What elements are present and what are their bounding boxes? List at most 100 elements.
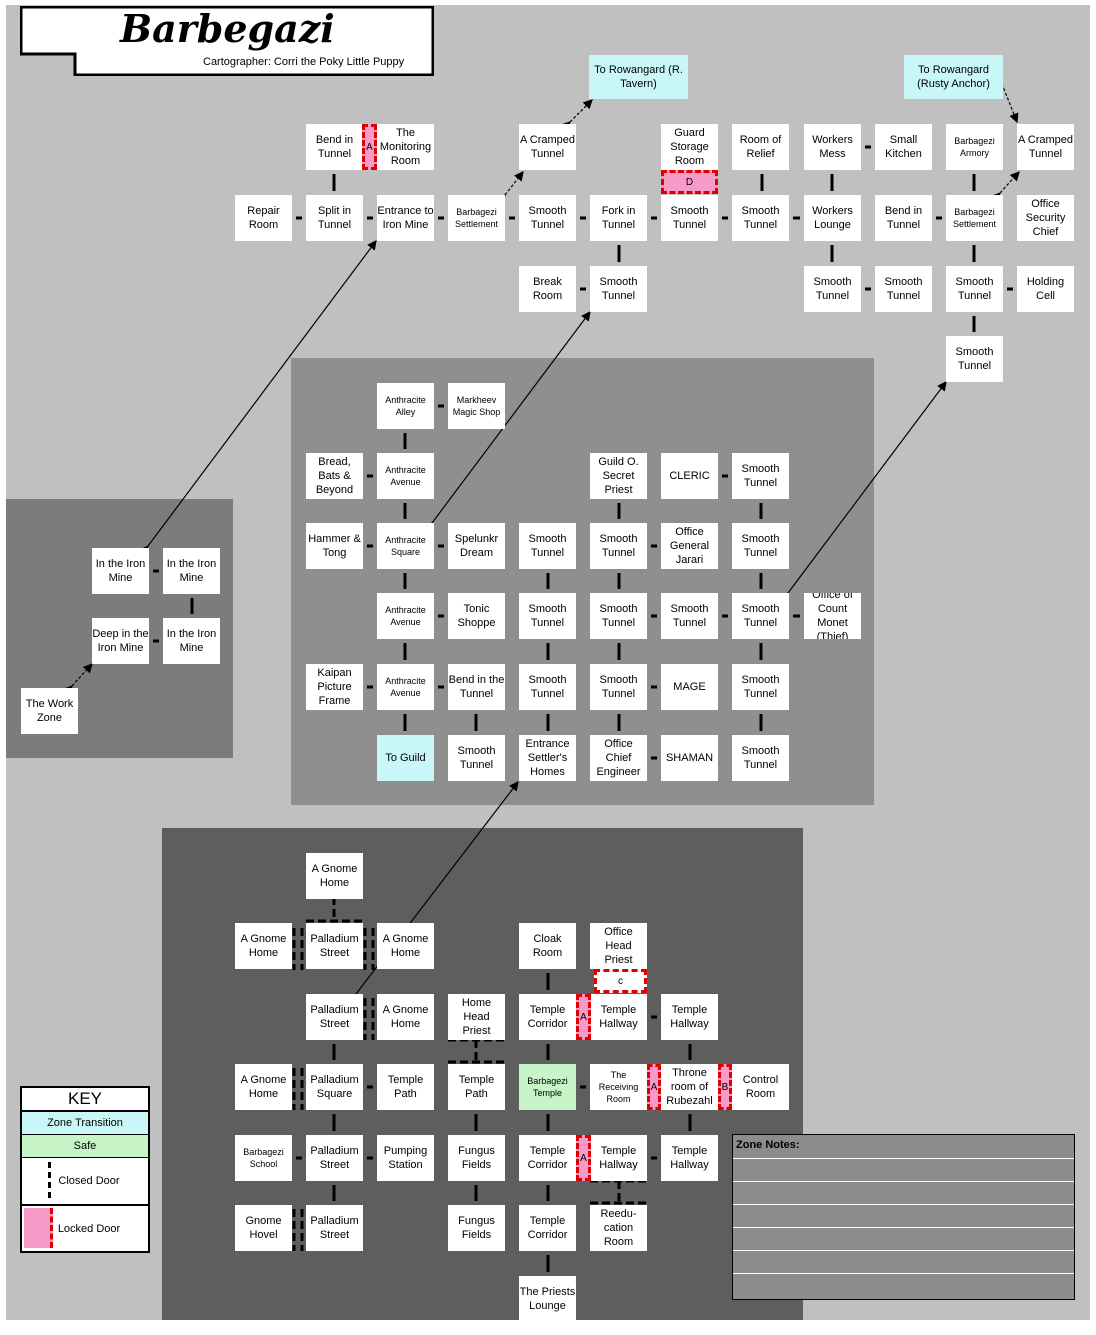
key-closed-door: Closed Door xyxy=(58,1175,120,1187)
room-entrance-settlers: Entrance Settler's Homes xyxy=(519,735,576,781)
map-title: Barbegazi xyxy=(120,6,335,51)
room-throne-room: Throne room of Rubezahl xyxy=(661,1064,718,1110)
room-split-tunnel: Split in Tunnel xyxy=(306,195,363,241)
room-palladium-st-1: Palladium Street xyxy=(306,923,363,969)
room-cloak-room: Cloak Room xyxy=(519,923,576,969)
room-workers-lounge: Workers Lounge xyxy=(804,195,861,241)
zone-notes-panel: Zone Notes: xyxy=(732,1134,1075,1300)
room-cramped-1: A Cramped Tunnel xyxy=(519,124,576,170)
room-smooth-m8: Smooth Tunnel xyxy=(732,593,789,639)
closed-door-sample xyxy=(48,1162,54,1198)
room-temple-hall-4: Temple Hallway xyxy=(661,1135,718,1181)
title-box xyxy=(20,6,434,76)
room-gnome-home-3: A Gnome Home xyxy=(377,923,434,969)
room-holding-cell: Holding Cell xyxy=(1017,266,1074,312)
room-smooth-m1: Smooth Tunnel xyxy=(732,453,789,499)
room-temple-hall-2: Temple Hallway xyxy=(661,994,718,1040)
room-kaipan: Kaipan Picture Frame xyxy=(306,664,363,710)
room-barb-school: Barbagezi School xyxy=(235,1135,292,1181)
room-guard-storage: Guard Storage Room xyxy=(661,124,718,170)
room-bread-bats: Bread, Bats & Beyond xyxy=(306,453,363,499)
room-anthracite-alley: Anthracite Alley xyxy=(377,383,434,429)
notes-line xyxy=(733,1227,1074,1228)
room-priests-lounge: The Priests Lounge xyxy=(519,1276,576,1322)
room-temple-hall-1: Temple Hallway xyxy=(590,994,647,1040)
locked-door-door-a-receiving: A xyxy=(647,1064,661,1110)
room-anthracite-ave-1: Anthracite Avenue xyxy=(377,453,434,499)
room-gnome-home-2: A Gnome Home xyxy=(235,923,292,969)
room-entrance-iron: Entrance to Iron Mine xyxy=(377,195,434,241)
room-rowan-r-tavern: To Rowangard (R. Tavern) xyxy=(589,55,688,99)
room-home-head-priest: Home Head Priest xyxy=(448,994,505,1040)
room-room-relief: Room of Relief xyxy=(732,124,789,170)
locked-door-door-a-monitoring: A xyxy=(362,124,377,170)
room-anthracite-ave-2: Anthracite Avenue xyxy=(377,593,434,639)
room-cramped-2: A Cramped Tunnel xyxy=(1017,124,1074,170)
notes-line xyxy=(733,1204,1074,1205)
room-office-head-priest: Office Head Priest xyxy=(590,923,647,969)
room-smooth-t4: Smooth Tunnel xyxy=(590,266,647,312)
room-temple-path-1: Temple Path xyxy=(377,1064,434,1110)
room-workers-mess: Workers Mess xyxy=(804,124,861,170)
room-barb-settle-1: Barbagezi Settlement xyxy=(448,195,505,241)
room-guild-secret: Guild O. Secret Priest xyxy=(590,453,647,499)
room-palladium-st-4: Palladium Street xyxy=(306,1205,363,1251)
room-smooth-m4: Smooth Tunnel xyxy=(732,523,789,569)
cartographer-credit: Cartographer: Corri the Poky Little Pupp… xyxy=(203,56,405,68)
room-temple-path-2: Temple Path xyxy=(448,1064,505,1110)
door-label: A xyxy=(366,141,373,153)
door-label: D xyxy=(685,176,694,188)
room-gnome-home-1: A Gnome Home xyxy=(306,853,363,899)
key-locked-door: Locked Door xyxy=(57,1223,121,1235)
room-smooth-m9: Smooth Tunnel xyxy=(519,664,576,710)
room-office-jarari: Office General Jarari xyxy=(661,523,718,569)
room-repair-room: Repair Room xyxy=(235,195,292,241)
room-smooth-m7: Smooth Tunnel xyxy=(661,593,718,639)
room-bend-the-tunnel: Bend in the Tunnel xyxy=(448,664,505,710)
door-label: B xyxy=(721,1081,729,1093)
room-smooth-m13: Smooth Tunnel xyxy=(732,735,789,781)
room-temple-corr-3: Temple Corridor xyxy=(519,1205,576,1251)
room-smooth-m5: Smooth Tunnel xyxy=(519,593,576,639)
room-to-guild: To Guild xyxy=(377,735,434,781)
room-cleric: CLERIC xyxy=(661,453,718,499)
room-anthracite-ave-3: Anthracite Avenue xyxy=(377,664,434,710)
room-barb-settle-2: Barbagezi Settlement xyxy=(946,195,1003,241)
room-spelunkr: Spelunkr Dream xyxy=(448,523,505,569)
room-barb-armory: Barbagezi Armory xyxy=(946,124,1003,170)
key-zone-transition: Zone Transition xyxy=(22,1112,148,1135)
room-barb-temple: Barbagezi Temple xyxy=(519,1064,576,1110)
locked-door-door-d-guard: D xyxy=(661,170,718,194)
room-bend-tunnel-2: Bend in Tunnel xyxy=(875,195,932,241)
room-iron-mine-1: In the Iron Mine xyxy=(92,548,149,594)
room-markheev: Markheev Magic Shop xyxy=(448,383,505,429)
room-smooth-m10: Smooth Tunnel xyxy=(590,664,647,710)
zone-notes-label: Zone Notes: xyxy=(736,1139,800,1151)
notes-line xyxy=(733,1273,1074,1274)
notes-line xyxy=(733,1158,1074,1159)
transition-arrow xyxy=(779,381,947,603)
map-key: KEY Zone Transition Safe Closed Door Loc… xyxy=(20,1086,150,1253)
locked-door-door-a-temple-1: A xyxy=(576,994,591,1040)
room-temple-corr-2: Temple Corridor xyxy=(519,1135,576,1181)
transition-arrow xyxy=(423,311,591,533)
room-bend-tunnel-1: Bend in Tunnel xyxy=(306,124,363,170)
room-anthracite-sq: Anthracite Square xyxy=(377,523,434,569)
room-fungus-1: Fungus Fields xyxy=(448,1135,505,1181)
room-palladium-st-3: Palladium Street xyxy=(306,1135,363,1181)
room-fork-tunnel: Fork in Tunnel xyxy=(590,195,647,241)
room-shaman: SHAMAN xyxy=(661,735,718,781)
room-gnome-home-4: A Gnome Home xyxy=(377,994,434,1040)
room-smooth-m6: Smooth Tunnel xyxy=(590,593,647,639)
room-reeducation: Reedu- cation Room xyxy=(590,1205,647,1251)
transition-arrow xyxy=(139,240,377,556)
room-gnome-home-5: A Gnome Home xyxy=(235,1064,292,1110)
room-office-security: Office Security Chief xyxy=(1017,195,1074,241)
key-closed-door-row: Closed Door xyxy=(22,1158,148,1206)
room-control-room: Control Room xyxy=(732,1064,789,1110)
room-smooth-t7: Smooth Tunnel xyxy=(946,266,1003,312)
room-smooth-m2: Smooth Tunnel xyxy=(519,523,576,569)
room-smooth-t3: Smooth Tunnel xyxy=(732,195,789,241)
door-label: c xyxy=(618,975,623,987)
notes-line xyxy=(733,1250,1074,1251)
